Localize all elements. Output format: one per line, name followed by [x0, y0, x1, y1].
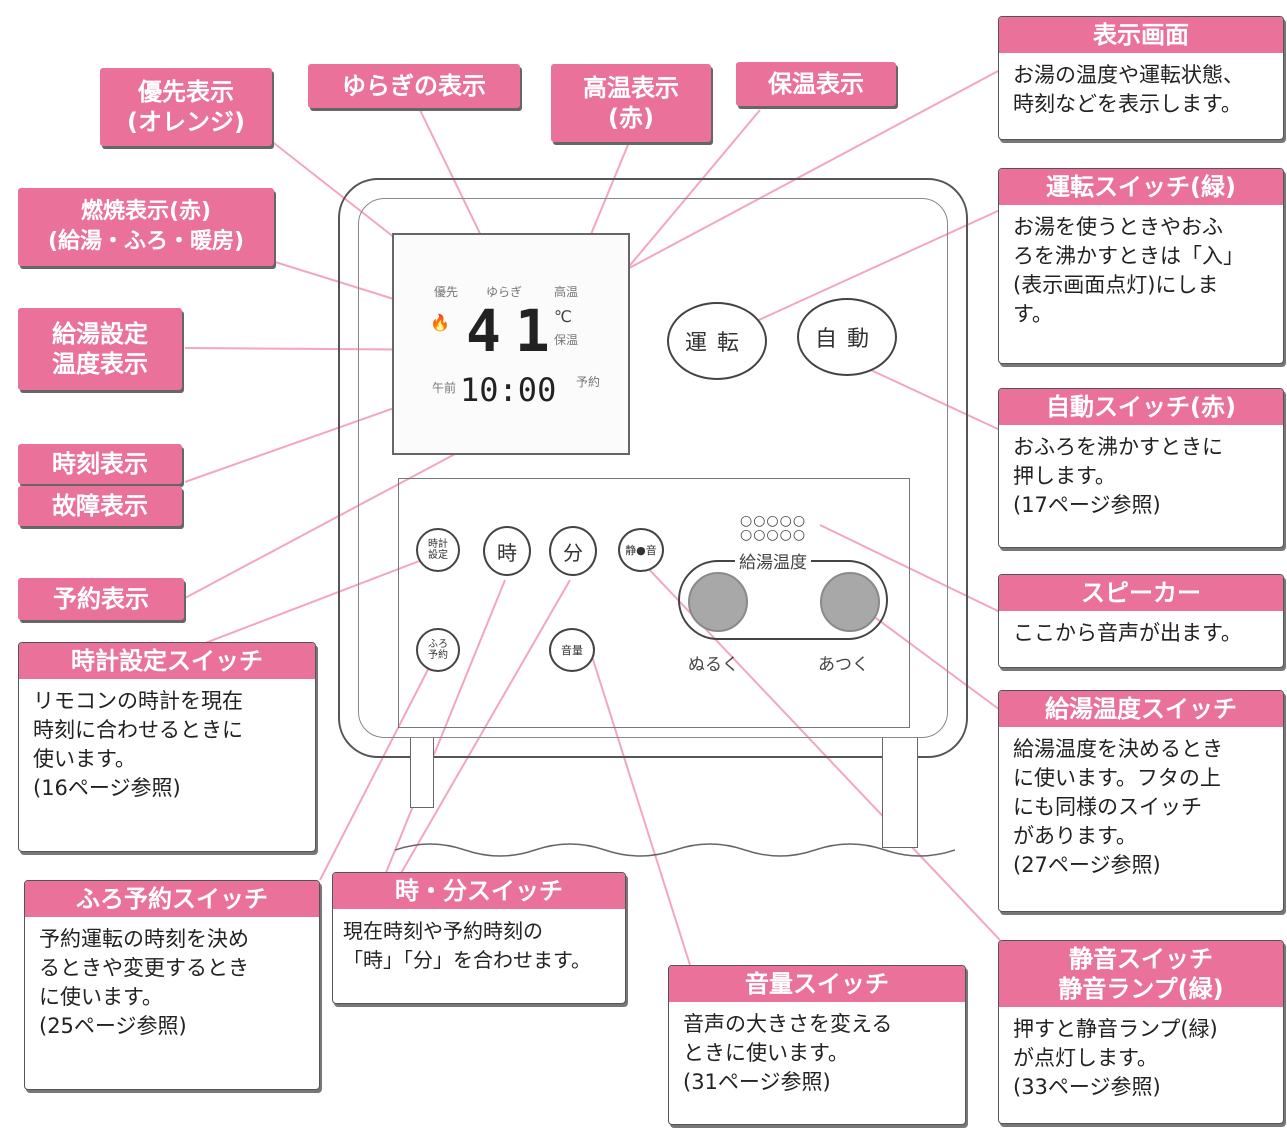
- lcd-time: 10:00: [460, 371, 557, 409]
- callout-hyoji-gamen: 表示画面 お湯の温度や運転状態、時刻などを表示します。: [998, 16, 1284, 140]
- nuruku-label: ぬるく: [688, 655, 739, 675]
- fun-button[interactable]: 分: [549, 526, 597, 576]
- callout-jido: 自動スイッチ(赤) おふろを沸かすときに押します。(17ページ参照): [998, 388, 1284, 548]
- seion-button[interactable]: 静●音: [618, 528, 664, 572]
- button-panel: [398, 478, 910, 728]
- atsuku-knob[interactable]: [820, 572, 880, 632]
- callout-tokei: 時計設定スイッチ リモコンの時計を現在時刻に合わせるときに使います。(16ページ…: [18, 642, 316, 852]
- remote-bottom-tab-left: [410, 738, 434, 808]
- jikoku-label: 時刻表示: [18, 444, 182, 484]
- lcd-yuragi: ゆらぎ: [486, 285, 523, 299]
- callout-kyuto-ondo: 給湯温度スイッチ 給湯温度を決めるときに使います。フタの上にも同様のスイッチがあ…: [998, 690, 1284, 912]
- lcd-gozen: 午前: [432, 381, 457, 395]
- remote-inner-frame: [358, 198, 948, 738]
- nuruku-knob[interactable]: [688, 572, 748, 632]
- lcd-koon: 高温: [554, 285, 579, 299]
- callout-ji-fun: 時・分スイッチ 現在時刻や予約時刻の「時」「分」を合わせます。: [332, 872, 626, 1004]
- yoyaku-label: 予約表示: [18, 578, 184, 620]
- lcd-yoyaku: 予約: [576, 375, 601, 389]
- unten-button[interactable]: 運転: [667, 302, 767, 380]
- furo-yoyaku-button[interactable]: ふろ予約: [416, 628, 460, 672]
- callout-unten: 運転スイッチ(緑) お湯を使うときやおふろを沸かすときは「入」(表示画面点灯)に…: [998, 168, 1284, 364]
- kyuto-ondo-label: 給湯温度: [735, 548, 811, 573]
- lcd-hoon: 保温: [554, 333, 579, 347]
- lcd-yusen: 優先: [434, 285, 459, 299]
- callout-speaker: スピーカー ここから音声が出ます。: [998, 574, 1284, 668]
- kyuto-settei-label: 給湯設定温度表示: [18, 308, 182, 390]
- cut-line: [395, 843, 955, 857]
- kosho-label: 故障表示: [18, 486, 182, 526]
- lcd-degree: ℃: [554, 307, 572, 326]
- atsuku-label: あつく: [818, 655, 869, 675]
- onryo-button[interactable]: 音量: [549, 628, 595, 672]
- flame-icon: 🔥: [430, 313, 450, 332]
- ji-button[interactable]: 時: [483, 526, 531, 576]
- callout-seion: 静音スイッチ静音ランプ(緑) 押すと静音ランプ(緑)が点灯します。(33ページ参…: [998, 940, 1284, 1124]
- jido-button[interactable]: 自動: [797, 298, 897, 376]
- nensho-label: 燃焼表示(赤)(給湯・ふろ・暖房): [18, 188, 274, 266]
- remote-bottom-tab-right: [882, 738, 918, 848]
- yuragi-label: ゆらぎの表示: [308, 64, 520, 108]
- callout-onryo: 音量スイッチ 音声の大きさを変えるときに使います。(31ページ参照): [668, 965, 966, 1125]
- yusen-label: 優先表示(オレンジ): [100, 68, 272, 146]
- koon-label: 高温表示(赤): [551, 64, 711, 142]
- tokei-settei-button[interactable]: 時計設定: [416, 528, 460, 572]
- speaker-grille: ○○○○○ ○○○○○: [740, 513, 807, 543]
- hoon-label: 保温表示: [736, 62, 896, 106]
- display-screen: 優先 ゆらぎ 高温 🔥 41 ℃ 保温 午前 10:00 予約: [392, 233, 630, 455]
- callout-furo-yoyaku: ふろ予約スイッチ 予約運転の時刻を決めるときや変更するときに使います。(25ペー…: [24, 880, 320, 1090]
- remote-body: [338, 178, 968, 758]
- lcd-temperature: 41: [466, 297, 564, 365]
